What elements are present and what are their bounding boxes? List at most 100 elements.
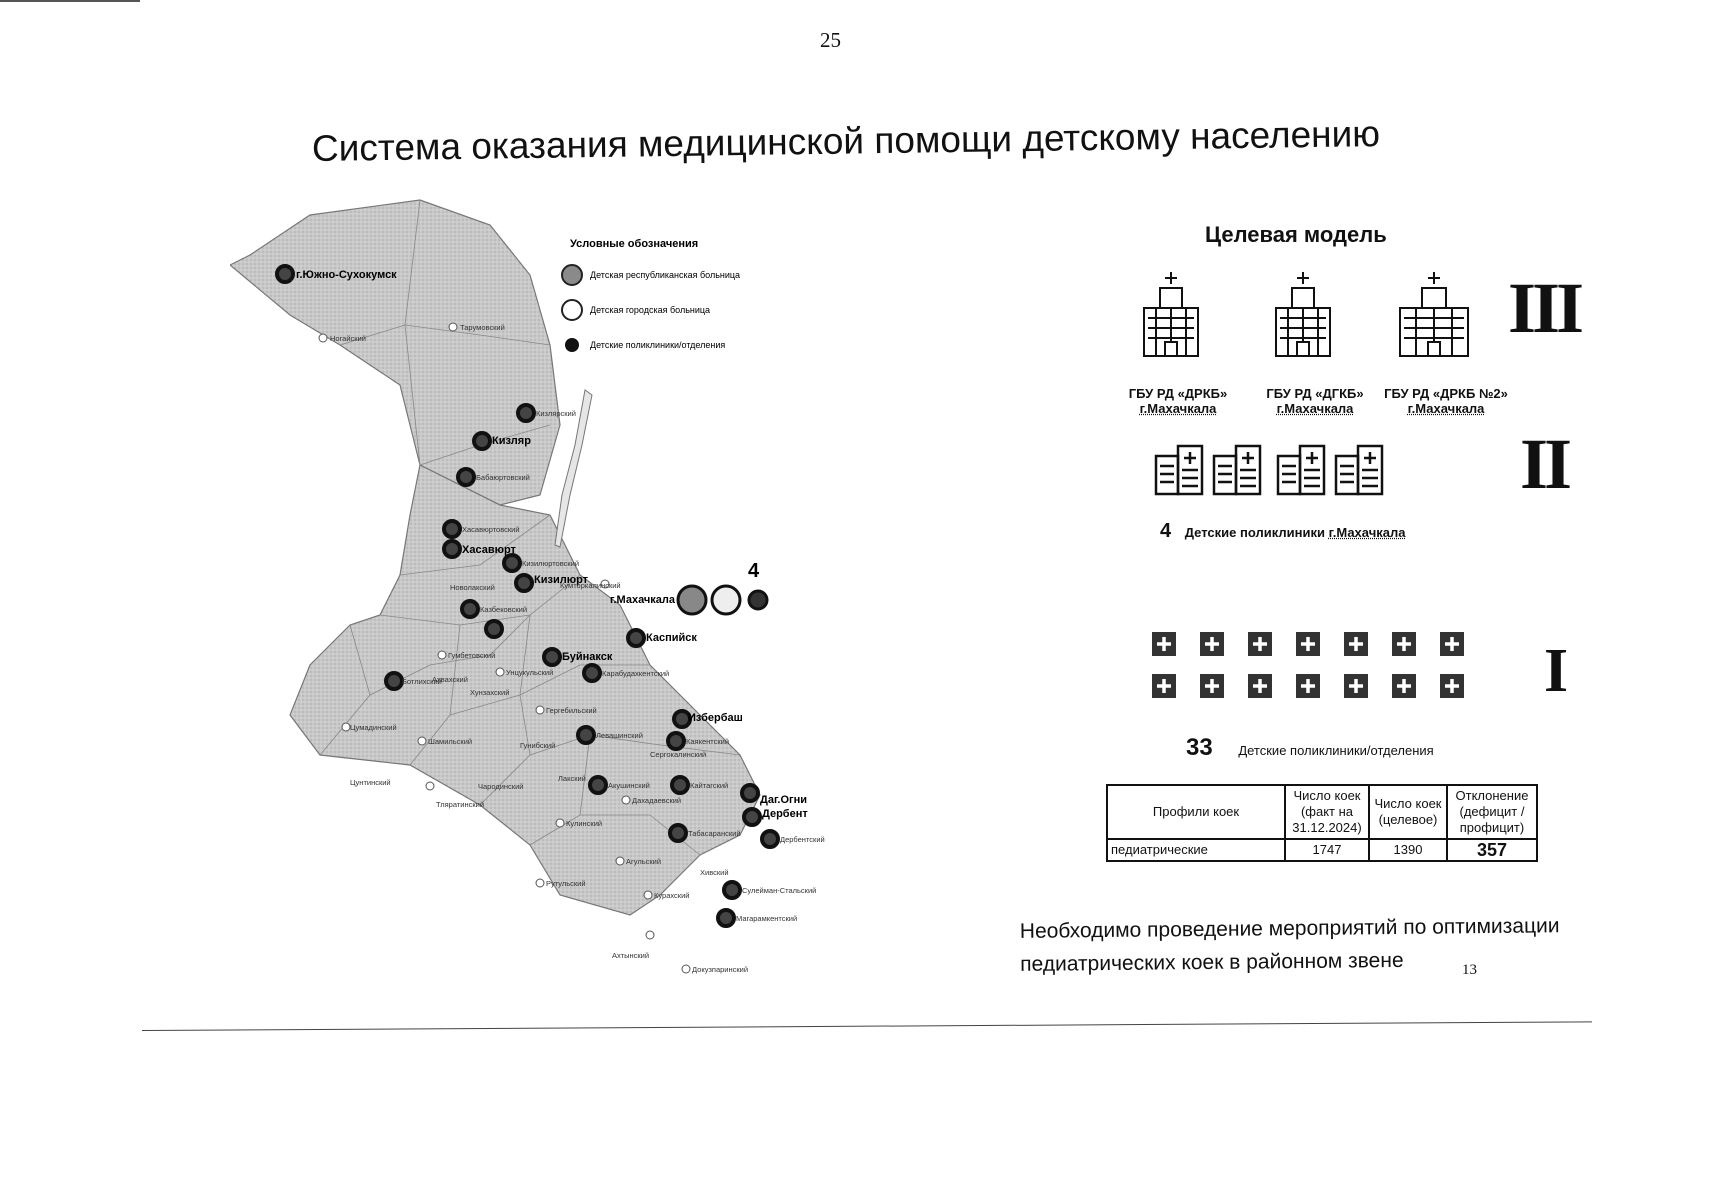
conclusion-text: Необходимо проведение мероприятий по опт… bbox=[1019, 914, 1560, 976]
map-district-label: Кайтагский bbox=[690, 781, 728, 790]
city-hospital-marker-icon bbox=[710, 584, 742, 616]
level-3-roman-numeral: III bbox=[1508, 268, 1584, 348]
marker-black-icon bbox=[484, 619, 504, 639]
legend-item-label: Детская городская больница bbox=[590, 305, 710, 315]
map-district-label: Цумадинский bbox=[350, 723, 397, 732]
marker-black-icon bbox=[275, 264, 295, 284]
table-header-cell: Профили коек bbox=[1106, 784, 1286, 840]
map-district-label: Ахвахский bbox=[432, 675, 468, 684]
map-district-label: Кулинский bbox=[566, 819, 602, 828]
marker-black-icon bbox=[722, 880, 742, 900]
marker-black-icon bbox=[742, 807, 762, 827]
marker-black-icon bbox=[672, 709, 692, 729]
table-cell: 357 bbox=[1446, 838, 1538, 862]
map-district-label: Кизлярский bbox=[536, 409, 576, 418]
medical-cross-unit-icon bbox=[1440, 632, 1464, 656]
marker-black-icon bbox=[716, 908, 736, 928]
map-city-label: Буйнакск bbox=[562, 651, 613, 663]
map-city-label: Кизляр bbox=[492, 435, 531, 447]
map-city-label: Избербаш bbox=[688, 712, 743, 724]
hospital-name: ГБУ РД «ДРКБ» bbox=[1128, 386, 1228, 401]
table-header-cell: Число коек (факт на 31.12.2024) bbox=[1284, 784, 1370, 840]
map-district-label: Курахский bbox=[654, 891, 689, 900]
polyclinic-building-icon bbox=[1154, 442, 1206, 501]
map-district-label: Кумторкалинский bbox=[560, 581, 621, 590]
map-district-label: Гергебильский bbox=[546, 706, 597, 715]
marker-black-icon bbox=[760, 829, 780, 849]
top-edge-rule bbox=[0, 0, 140, 2]
map-district-label: Тляратинский bbox=[436, 800, 484, 809]
medical-cross-unit-icon bbox=[1392, 632, 1416, 656]
map-district-label: Дахадаевский bbox=[632, 796, 681, 805]
hospital-city: г.Махачкала bbox=[1276, 401, 1354, 416]
white-circle-icon bbox=[561, 299, 583, 321]
medical-cross-unit-icon bbox=[1248, 632, 1272, 656]
table-header-cell: Число коек (целевое) bbox=[1368, 784, 1448, 840]
slide-number: 13 bbox=[1462, 962, 1477, 978]
marker-black-icon bbox=[502, 553, 522, 573]
gray-circle-icon bbox=[561, 264, 583, 286]
map-district-label: Сулейман-Стальский bbox=[742, 886, 816, 895]
hospital-caption: ГБУ РД «ДГКБ» г.Махачкала bbox=[1255, 386, 1375, 416]
medical-cross-unit-icon bbox=[1200, 674, 1224, 698]
map-district-label: Дербентский bbox=[780, 835, 825, 844]
map-district-label: Ногайский bbox=[330, 334, 366, 343]
marker-black-icon bbox=[442, 519, 462, 539]
table-cell: педиатрические bbox=[1106, 838, 1286, 862]
marker-black-icon bbox=[460, 599, 480, 619]
map-district-label: Шамильский bbox=[428, 737, 472, 746]
map-district-label: Карабудахкентский bbox=[602, 669, 669, 678]
marker-black-icon bbox=[666, 731, 686, 751]
marker-black-icon bbox=[384, 671, 404, 691]
map-district-label: Каякентский bbox=[686, 737, 729, 746]
medical-cross-unit-icon bbox=[1296, 632, 1320, 656]
target-model-title: Целевая модель bbox=[1205, 222, 1387, 247]
map-district-label: Табасаранский bbox=[688, 829, 741, 838]
map-district-label: Гумбетовский bbox=[448, 651, 495, 660]
level-2-count: 4 bbox=[1160, 520, 1172, 542]
legend-title: Условные обозначения bbox=[570, 238, 698, 250]
table-cell: 1747 bbox=[1284, 838, 1370, 862]
marker-black-icon bbox=[516, 403, 536, 423]
map-city-label: Хасавюрт bbox=[462, 544, 517, 556]
map-district-label: Ахтынский bbox=[612, 951, 649, 960]
map-city-label: Дербент bbox=[762, 808, 808, 820]
polyclinic-building-icon bbox=[1276, 442, 1328, 501]
map-city-label: г.Южно-Сухокумск bbox=[296, 269, 397, 281]
map-district-label: Хасавюртовский bbox=[462, 525, 520, 534]
map-district-label: Лакский bbox=[558, 774, 586, 783]
marker-black-icon bbox=[472, 431, 492, 451]
level-1-unit-grid bbox=[1152, 632, 1472, 712]
marker-black-icon bbox=[542, 647, 562, 667]
map-district-label: Рутульский bbox=[546, 879, 586, 888]
table-row: педиатрические 1747 1390 357 bbox=[1106, 838, 1538, 862]
map-district-label: Ботлихский bbox=[402, 677, 442, 686]
level-2-caption-text: Детские поликлиники bbox=[1184, 525, 1325, 540]
map-district-label: Докузпаринский bbox=[692, 965, 748, 974]
level-2-roman-numeral: II bbox=[1520, 424, 1572, 504]
polyclinic-marker-icon bbox=[747, 589, 769, 611]
map-district-label: Кизилюртовский bbox=[522, 559, 579, 568]
map-city-label: Каспийск bbox=[646, 632, 697, 644]
map-district-label: Агульский bbox=[626, 857, 661, 866]
map-district-label: Тарумовский bbox=[460, 323, 505, 332]
marker-black-icon bbox=[456, 467, 476, 487]
marker-black-icon bbox=[626, 628, 646, 648]
polyclinic-markers bbox=[275, 264, 780, 928]
hospital-name: ГБУ РД «ДРКБ №2» bbox=[1384, 386, 1508, 401]
medical-cross-unit-icon bbox=[1440, 674, 1464, 698]
beds-table: Профили коек Число коек (факт на 31.12.2… bbox=[1106, 784, 1538, 862]
map-district-label: Чародинский bbox=[478, 782, 523, 791]
marker-black-icon bbox=[514, 573, 534, 593]
medical-cross-unit-icon bbox=[1392, 674, 1416, 698]
hospital-caption: ГБУ РД «ДРКБ» г.Махачкала bbox=[1118, 386, 1238, 416]
hospital-building-icon bbox=[1270, 270, 1336, 365]
map-district-label: Унцукульский bbox=[506, 668, 553, 677]
marker-black-icon bbox=[442, 539, 462, 559]
hospital-building-icon bbox=[1396, 270, 1472, 365]
map-district-label: Хунзахский bbox=[470, 688, 509, 697]
map-district-label: Сергокалинский bbox=[650, 750, 706, 759]
medical-cross-unit-icon bbox=[1344, 674, 1368, 698]
level-1-count: 33 bbox=[1186, 734, 1213, 761]
map-city-label: Даг.Огни bbox=[760, 794, 807, 806]
